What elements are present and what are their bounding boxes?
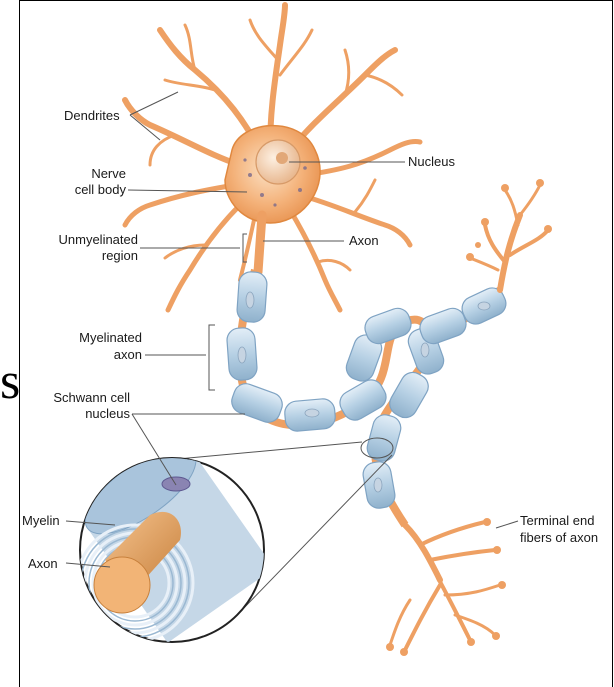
- label-terminal-line1: Terminal end: [520, 513, 594, 529]
- label-axon-top: Axon: [349, 233, 379, 249]
- label-dendrites: Dendrites: [64, 108, 120, 124]
- upper-terminal-branches: [470, 185, 548, 290]
- terminal-end-fibers: [390, 522, 500, 650]
- axon-hillock: [258, 215, 262, 272]
- label-schwann-line2: nucleus: [26, 406, 130, 422]
- label-cell-body-line2: cell body: [40, 182, 126, 198]
- label-unmyelinated-line2: region: [40, 248, 138, 264]
- label-myelinated-line2: axon: [40, 347, 142, 363]
- label-unmyelinated-line1: Unmyelinated: [20, 232, 138, 248]
- inset-magnifier: [72, 432, 274, 643]
- terminal-bulbs: [386, 518, 506, 656]
- label-schwann-line1: Schwann cell: [26, 390, 130, 406]
- label-myelinated-line1: Myelinated: [40, 330, 142, 346]
- label-nucleus: Nucleus: [408, 154, 455, 170]
- myelin-segments: [226, 271, 510, 510]
- label-myelin: Myelin: [22, 513, 60, 529]
- label-cell-body-line1: Nerve: [60, 166, 126, 182]
- label-axon-inset: Axon: [28, 556, 58, 572]
- label-terminal-line2: fibers of axon: [520, 530, 598, 546]
